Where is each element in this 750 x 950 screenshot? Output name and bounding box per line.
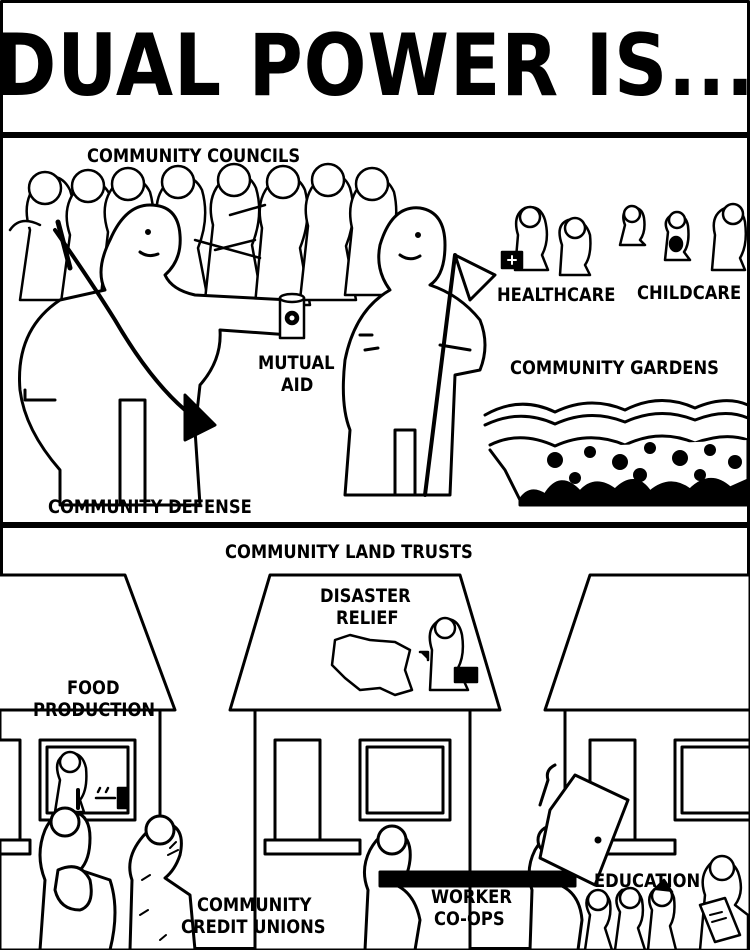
label-community: COMMUNITY — [197, 894, 312, 916]
poster-title: DUAL POWER IS... — [0, 16, 750, 116]
label-education: EDUCATION — [594, 870, 701, 892]
defense-figure — [18, 203, 292, 507]
healthcare-figures — [500, 205, 592, 277]
label-relief: RELIEF — [336, 607, 399, 629]
label-community-councils: COMMUNITY COUNCILS — [87, 145, 301, 167]
credit-union-figures — [38, 806, 197, 950]
label-community-gardens: COMMUNITY GARDENS — [510, 357, 719, 379]
label-production: PRODUCTION — [33, 699, 156, 721]
label-disaster: DISASTER — [320, 585, 411, 607]
food-production-figure — [53, 750, 130, 814]
education-figures — [583, 854, 750, 950]
label-childcare: CHILDCARE — [637, 282, 742, 304]
label-healthcare: HEALTHCARE — [497, 284, 616, 306]
second-figure — [341, 206, 497, 497]
label-food: FOOD — [67, 677, 120, 699]
label-mutual: MUTUAL — [258, 352, 335, 374]
label-worker: WORKER — [431, 886, 512, 908]
worker-coop-figures — [363, 763, 630, 950]
label-credit-unions: CREDIT UNIONS — [181, 916, 326, 938]
label-aid: AID — [281, 374, 314, 396]
label-community-defense: COMMUNITY DEFENSE — [48, 496, 252, 518]
label-community-land-trusts: COMMUNITY LAND TRUSTS — [225, 541, 473, 563]
garden-bed — [483, 398, 750, 507]
childcare-figures — [618, 202, 748, 272]
soup-can-icon — [278, 292, 306, 340]
disaster-relief-figure — [330, 616, 479, 697]
label-co-ops: CO-OPS — [434, 908, 505, 930]
crowd-figures — [8, 162, 402, 312]
